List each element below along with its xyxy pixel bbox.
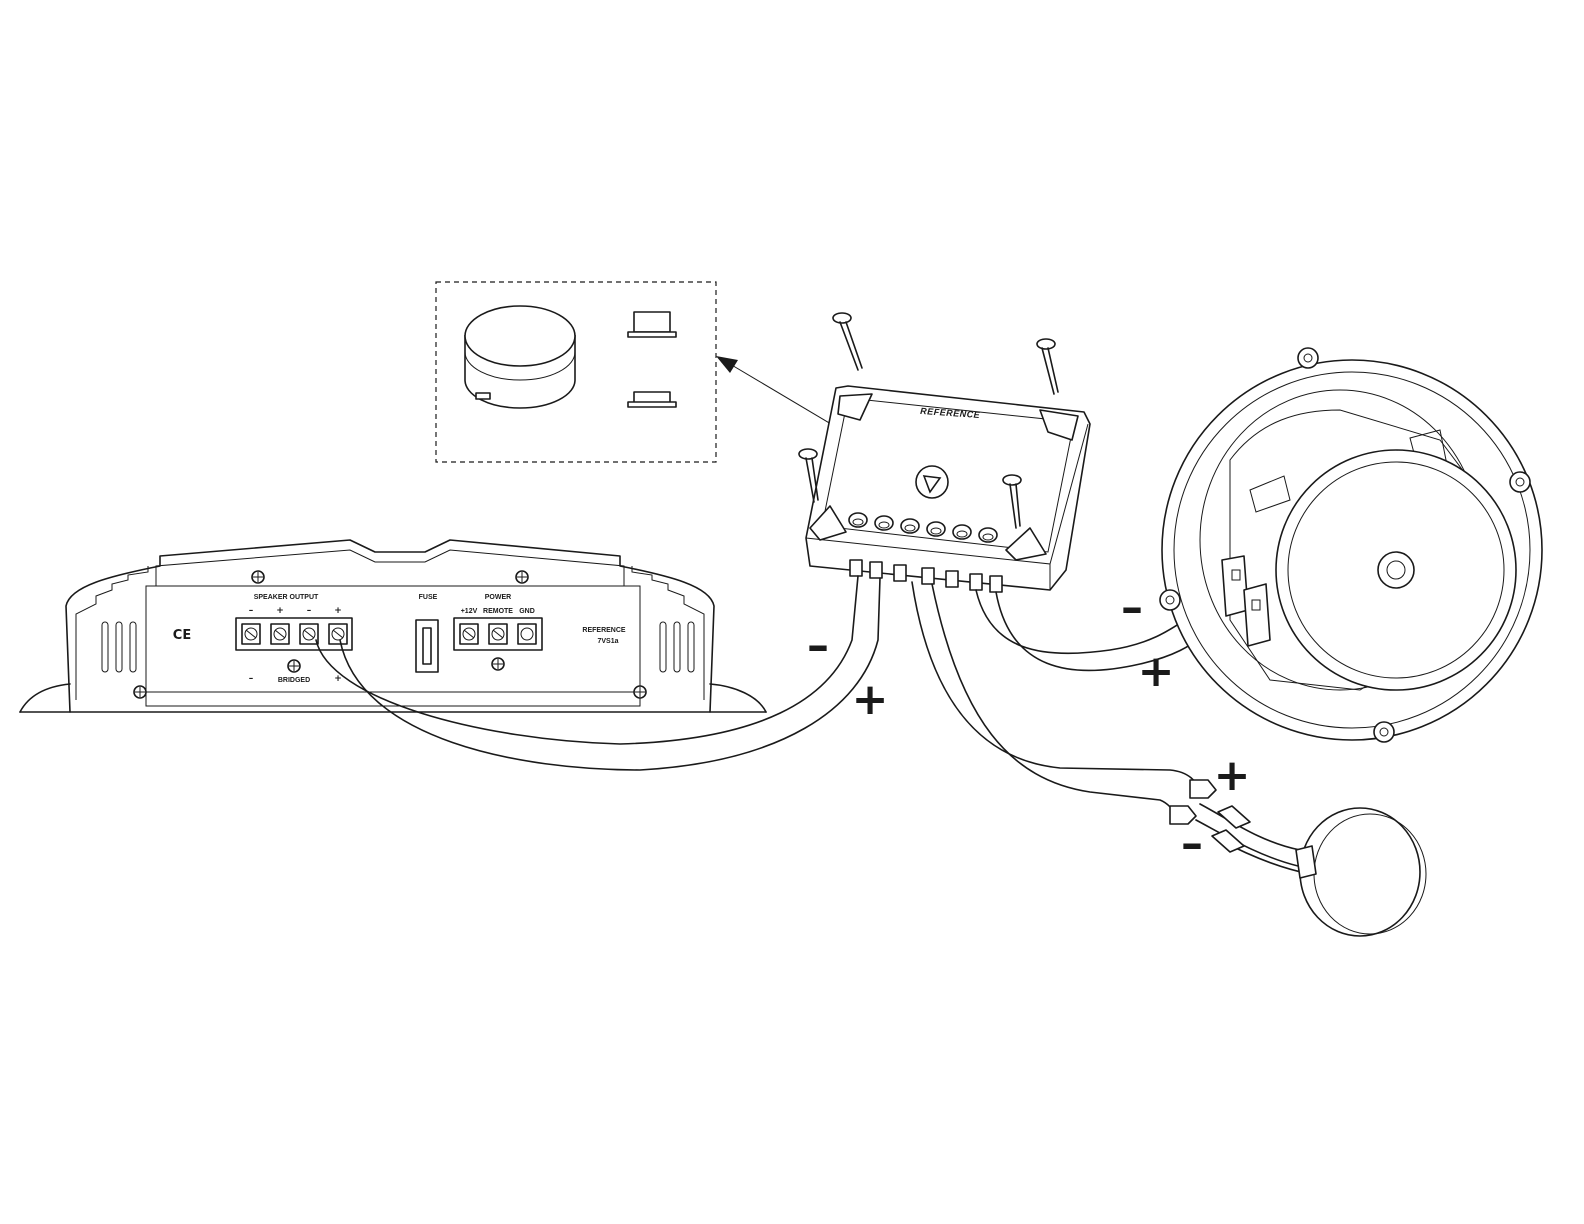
amp-plus-label: +: [852, 674, 889, 725]
terminal-sign: –: [249, 606, 254, 616]
mounting-screw-icon: [1037, 339, 1058, 394]
detail-inset: [436, 282, 716, 462]
bridged-sign: +: [334, 674, 342, 684]
power-label: POWER: [485, 594, 511, 601]
fuse-label: FUSE: [419, 594, 438, 601]
power-terminal-label: REMOTE: [483, 608, 513, 615]
amp-screw-icon: [252, 571, 264, 583]
tweeter-plus-label: +: [1214, 750, 1251, 801]
tweeter-speaker: [1196, 804, 1426, 936]
amp-minus-label: –: [807, 620, 829, 671]
amp-model: 7VS1a: [597, 638, 618, 645]
power-terminal-label: GND: [519, 608, 535, 615]
power-terminal-block: [454, 618, 542, 650]
mounting-screw-icon: [833, 313, 862, 370]
terminal-sign: +: [276, 606, 284, 616]
ce-mark: CE: [173, 628, 191, 643]
speaker-terminal-block: [236, 618, 352, 650]
amp-screw-icon: [288, 660, 300, 672]
amp-brand: REFERENCE: [582, 627, 626, 634]
speaker-output-label: SPEAKER OUTPUT: [254, 594, 319, 601]
crossover: REFERENCE: [799, 313, 1090, 592]
woofer-plus-label: +: [1138, 646, 1175, 697]
inset-tweeter-icon: [465, 306, 575, 408]
power-terminal-label: +12V: [461, 608, 478, 615]
woofer-speaker: [1160, 348, 1542, 742]
amp-screw-icon: [516, 571, 528, 583]
fuse-icon: [416, 620, 438, 672]
amp-screw-icon: [492, 658, 504, 670]
bridged-label: BRIDGED: [278, 677, 310, 684]
woofer-minus-label: –: [1121, 582, 1143, 633]
inset-jumper-icon: [628, 312, 676, 407]
amp-screw-icon: [134, 686, 146, 698]
amp-screw-icon: [634, 686, 646, 698]
amplifier: CE SPEAKER OUTPUT – + – + – + BRIDGED FU…: [20, 540, 766, 712]
terminal-sign: –: [307, 606, 312, 616]
wires: [316, 576, 1206, 818]
terminal-sign: +: [334, 606, 342, 616]
tweeter-minus-label: –: [1181, 818, 1203, 869]
crossover-switch-icon: [916, 466, 948, 498]
bridged-sign: –: [249, 674, 254, 684]
